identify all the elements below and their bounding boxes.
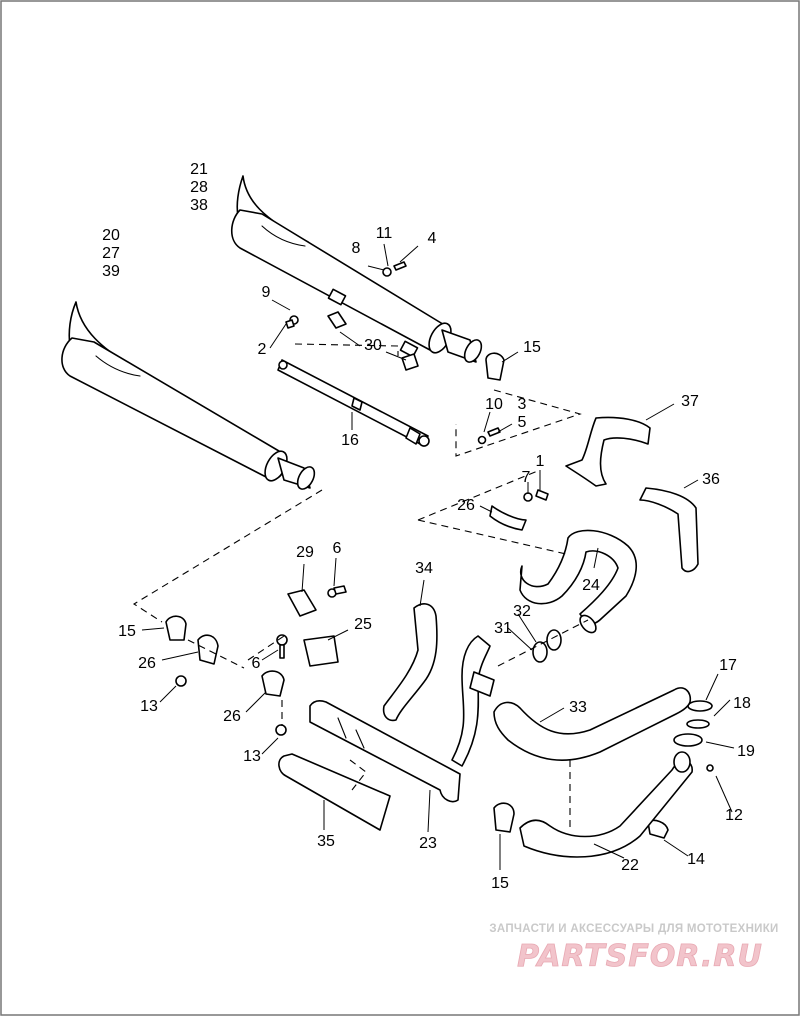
callout-34: 34	[415, 560, 433, 577]
lower-muffler	[61, 301, 316, 490]
upper-muffler	[230, 175, 483, 363]
callout-23: 23	[419, 835, 437, 852]
callout-15-upper: 15	[523, 339, 541, 356]
callout-20: 20	[102, 227, 120, 244]
callout-38: 38	[190, 197, 208, 214]
watermark-logo: PARTSFOR.RU	[517, 939, 763, 974]
callout-29: 29	[296, 544, 314, 561]
gaskets	[532, 629, 713, 747]
pipe-24	[519, 529, 637, 634]
clamps	[165, 352, 669, 839]
watermark: ЗАПЧАСТИ И АКСЕССУАРЫ ДЛЯ МОТОТЕХНИКИ PA…	[489, 923, 778, 974]
callout-9: 9	[262, 284, 271, 301]
callout-24: 24	[582, 577, 600, 594]
pipe-34-23	[309, 603, 495, 803]
callout-13-lower: 13	[243, 748, 261, 765]
callout-26-mid: 26	[223, 708, 241, 725]
hardware	[175, 261, 714, 772]
callout-13-left: 13	[140, 698, 158, 715]
callout-36: 36	[702, 471, 720, 488]
callout-39: 39	[102, 263, 120, 280]
callout-33: 33	[569, 699, 587, 716]
callout-26-left: 26	[138, 655, 156, 672]
callout-6-upper: 6	[333, 540, 342, 557]
callout-16: 16	[341, 432, 359, 449]
callout-6-lower: 6	[252, 655, 261, 672]
callout-4: 4	[428, 230, 437, 247]
callout-31: 31	[494, 620, 512, 637]
callout-27: 27	[102, 245, 120, 262]
heat-shields	[565, 416, 699, 573]
assembly-lines	[132, 343, 589, 830]
callout-35: 35	[317, 833, 335, 850]
callout-1: 1	[536, 453, 545, 470]
pipe-35	[278, 753, 391, 831]
callout-labels: 21 28 38 20 27 39 11 4 8 9 2 30 15 10 3 …	[102, 161, 755, 892]
callout-26-top: 26	[457, 497, 475, 514]
callout-37: 37	[681, 393, 699, 410]
leader-lines	[141, 243, 735, 870]
callout-17: 17	[719, 657, 737, 674]
callout-3: 3	[518, 396, 527, 413]
watermark-tagline: ЗАПЧАСТИ И АКСЕССУАРЫ ДЛЯ МОТОТЕХНИКИ	[489, 923, 778, 935]
callout-21: 21	[190, 161, 208, 178]
callout-7: 7	[522, 469, 531, 486]
pipe-33-22	[493, 687, 693, 858]
callout-19: 19	[737, 743, 755, 760]
callout-12: 12	[725, 807, 743, 824]
callout-28: 28	[190, 179, 208, 196]
callout-18: 18	[733, 695, 751, 712]
mount-bracket	[277, 359, 430, 447]
callout-8: 8	[352, 240, 361, 257]
callout-25: 25	[354, 616, 372, 633]
callout-10: 10	[485, 396, 503, 413]
callout-11: 11	[376, 225, 393, 242]
callout-15-left: 15	[118, 623, 136, 640]
callout-5: 5	[518, 414, 527, 431]
callout-22: 22	[621, 857, 639, 874]
callout-32: 32	[513, 603, 531, 620]
callout-14: 14	[687, 851, 705, 868]
callout-30: 30	[364, 337, 382, 354]
callout-2: 2	[258, 341, 267, 358]
callout-15-bottom: 15	[491, 875, 509, 892]
